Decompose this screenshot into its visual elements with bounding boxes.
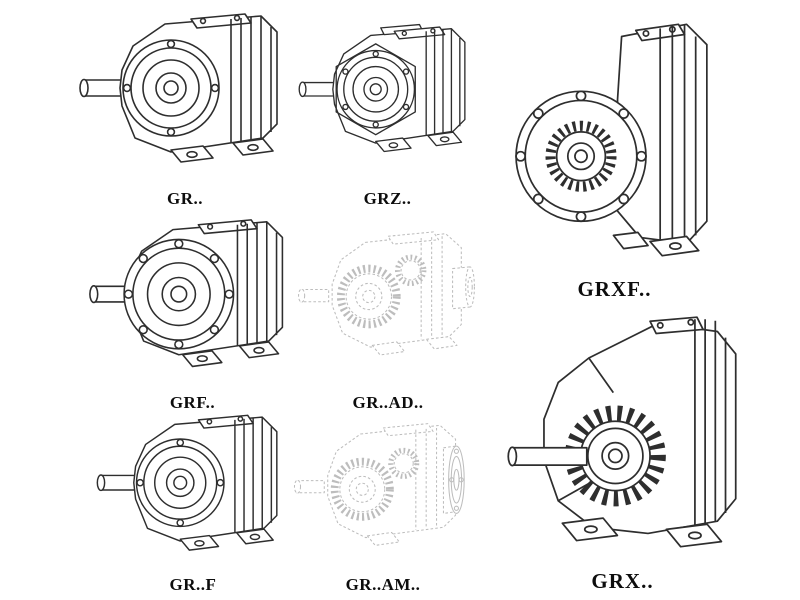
product-label-gram: GR..AM..: [345, 575, 421, 594]
product-cell-grz: GRZ..: [295, 6, 480, 212]
product-label-grff: GR..F: [169, 575, 217, 594]
product-label-grxf: GRXF..: [577, 276, 652, 301]
product-cell-grf: GRF..: [85, 210, 300, 416]
grx-gearbox-drawing-icon: [495, 302, 750, 568]
grxf-gearbox-drawing-icon: [497, 2, 732, 276]
product-cell-grx: GRX..: [495, 302, 750, 594]
gr-am-gearbox-drawing-icon: [288, 410, 478, 572]
gr-f-gearbox-drawing-icon: [83, 408, 303, 572]
product-cell-grxf: GRXF..: [497, 2, 732, 302]
product-label-gr: GR..: [167, 189, 203, 208]
product-cell-grff: GR..F: [83, 408, 303, 598]
product-label-grz: GRZ..: [363, 189, 412, 208]
product-label-grad: GR..AD..: [352, 393, 424, 412]
product-cell-grad: GR..AD..: [292, 210, 484, 416]
product-label-grf: GRF..: [169, 393, 216, 412]
grf-gearbox-drawing-icon: [85, 210, 300, 390]
grz-gearbox-drawing-icon: [295, 6, 480, 186]
gr-gearbox-drawing-icon: [75, 6, 295, 186]
product-cell-gram: GR..AM..: [288, 410, 478, 598]
gr-ad-gearbox-drawing-icon: [292, 210, 484, 390]
product-label-grx: GRX..: [591, 568, 654, 593]
product-cell-gr: GR..: [75, 6, 295, 212]
